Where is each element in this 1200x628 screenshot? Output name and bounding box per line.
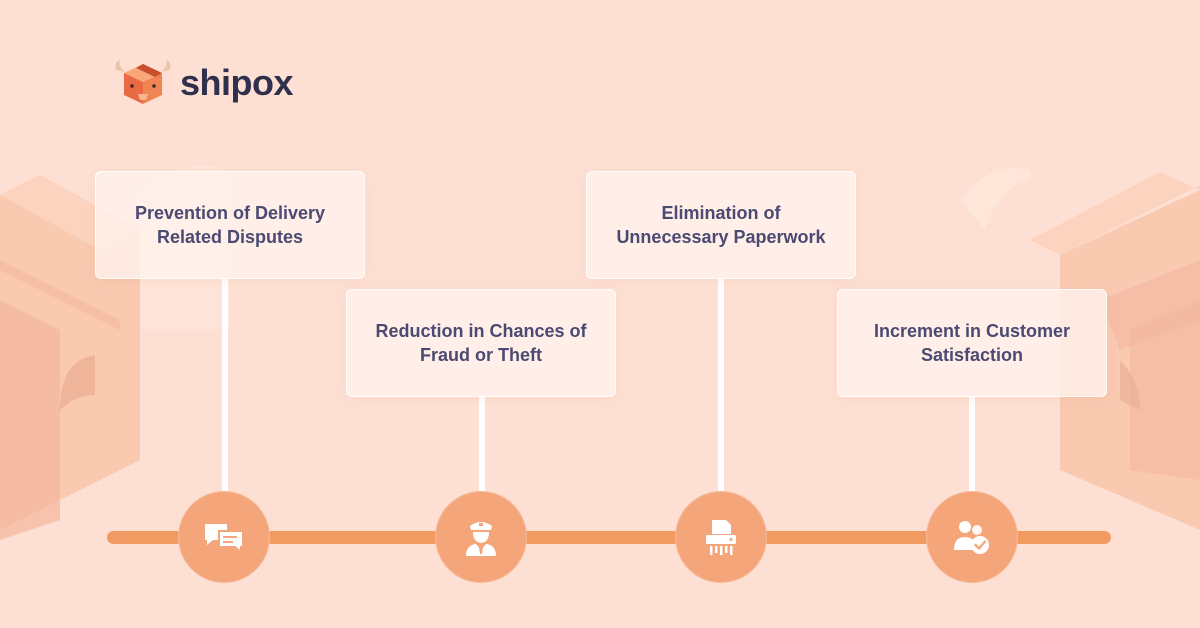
milestone-node-2: [435, 491, 527, 583]
security-guard-icon: [466, 522, 496, 556]
connector-3: [718, 278, 724, 493]
milestone-card-3: Elimination of Unnecessary Paperwork: [586, 171, 856, 279]
milestone-card-2: Reduction in Chances of Fraud or Theft: [346, 289, 616, 397]
milestone-label-4: Increment in Customer Satisfaction: [873, 321, 1071, 365]
milestone-label-2: Reduction in Chances of Fraud or Theft: [375, 321, 587, 365]
milestone-node-4: [926, 491, 1018, 583]
timeline-line: [107, 531, 1111, 544]
milestone-label-1: Prevention of Delivery Related Disputes: [134, 203, 326, 247]
box-bull-logo-icon: [115, 60, 171, 104]
brand-logo[interactable]: shipox: [112, 58, 294, 108]
milestone-node-1: [178, 491, 270, 583]
users-check-icon: [954, 521, 989, 554]
milestone-label-3: Elimination of Unnecessary Paperwork: [616, 203, 826, 247]
paper-shredder-icon: [706, 520, 736, 555]
milestone-card-1: Prevention of Delivery Related Disputes: [95, 171, 365, 279]
chat-bubbles-icon: [205, 524, 244, 555]
milestone-card-4: Increment in Customer Satisfaction: [837, 289, 1107, 397]
milestone-node-3: [675, 491, 767, 583]
connector-1: [222, 278, 228, 493]
brand-name: shipox: [180, 62, 294, 103]
connector-4: [969, 396, 975, 493]
connector-2: [479, 396, 485, 493]
